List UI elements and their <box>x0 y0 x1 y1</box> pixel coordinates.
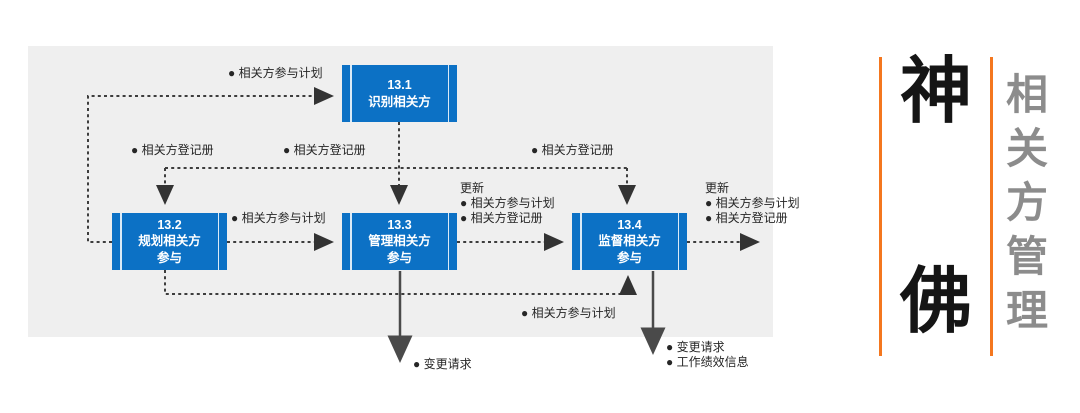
label-updates-item: ● 相关方登记册 <box>460 211 543 225</box>
process-code: 13.3 <box>387 218 412 233</box>
label-outputs-item: ● 变更请求 <box>666 340 725 354</box>
process-name: 识别相关方 <box>368 94 431 109</box>
accent-line-left <box>879 57 882 356</box>
label-stakeholder-register-left: ● 相关方登记册 <box>131 143 214 157</box>
label-stakeholder-register-middle: ● 相关方登记册 <box>283 143 366 157</box>
label-stakeholder-plan-bottom: ● 相关方参与计划 <box>521 306 616 320</box>
process-name: 规划相关方参与 <box>138 234 201 265</box>
label-outputs-13-4: ● 变更请求 ● 工作绩效信息 <box>666 340 749 370</box>
label-updates-title: 更新 <box>460 181 485 195</box>
label-stakeholder-plan-middle: ● 相关方参与计划 <box>231 211 326 225</box>
label-updates-13-3: 更新 ● 相关方参与计划 ● 相关方登记册 <box>460 181 555 226</box>
label-stakeholder-plan-top: ● 相关方参与计划 <box>228 66 323 80</box>
label-outputs-item: ● 工作绩效信息 <box>666 355 749 369</box>
brand-character-top: 神 <box>899 52 972 132</box>
accent-line-right <box>990 57 993 356</box>
label-updates-item: ● 相关方登记册 <box>705 211 788 225</box>
process-box-13-3: 13.3 管理相关方参与 <box>342 213 457 270</box>
process-box-13-4: 13.4 监督相关方参与 <box>572 213 687 270</box>
label-updates-title: 更新 <box>705 181 730 195</box>
label-stakeholder-register-right: ● 相关方登记册 <box>531 143 614 157</box>
label-updates-13-4: 更新 ● 相关方参与计划 ● 相关方登记册 <box>705 181 800 226</box>
label-updates-item: ● 相关方参与计划 <box>460 196 555 210</box>
process-code: 13.2 <box>157 218 182 233</box>
process-name: 监督相关方参与 <box>598 234 661 265</box>
process-box-13-1: 13.1 识别相关方 <box>342 65 457 122</box>
vertical-title-stakeholder-management: 相关方管理 <box>1000 72 1048 342</box>
process-code: 13.1 <box>387 78 412 93</box>
label-change-request-13-3: ● 变更请求 <box>413 357 472 371</box>
label-updates-item: ● 相关方参与计划 <box>705 196 800 210</box>
process-code: 13.4 <box>617 218 642 233</box>
brand-character-bottom: 佛 <box>899 262 972 342</box>
process-box-13-2: 13.2 规划相关方参与 <box>112 213 227 270</box>
process-name: 管理相关方参与 <box>368 234 431 265</box>
